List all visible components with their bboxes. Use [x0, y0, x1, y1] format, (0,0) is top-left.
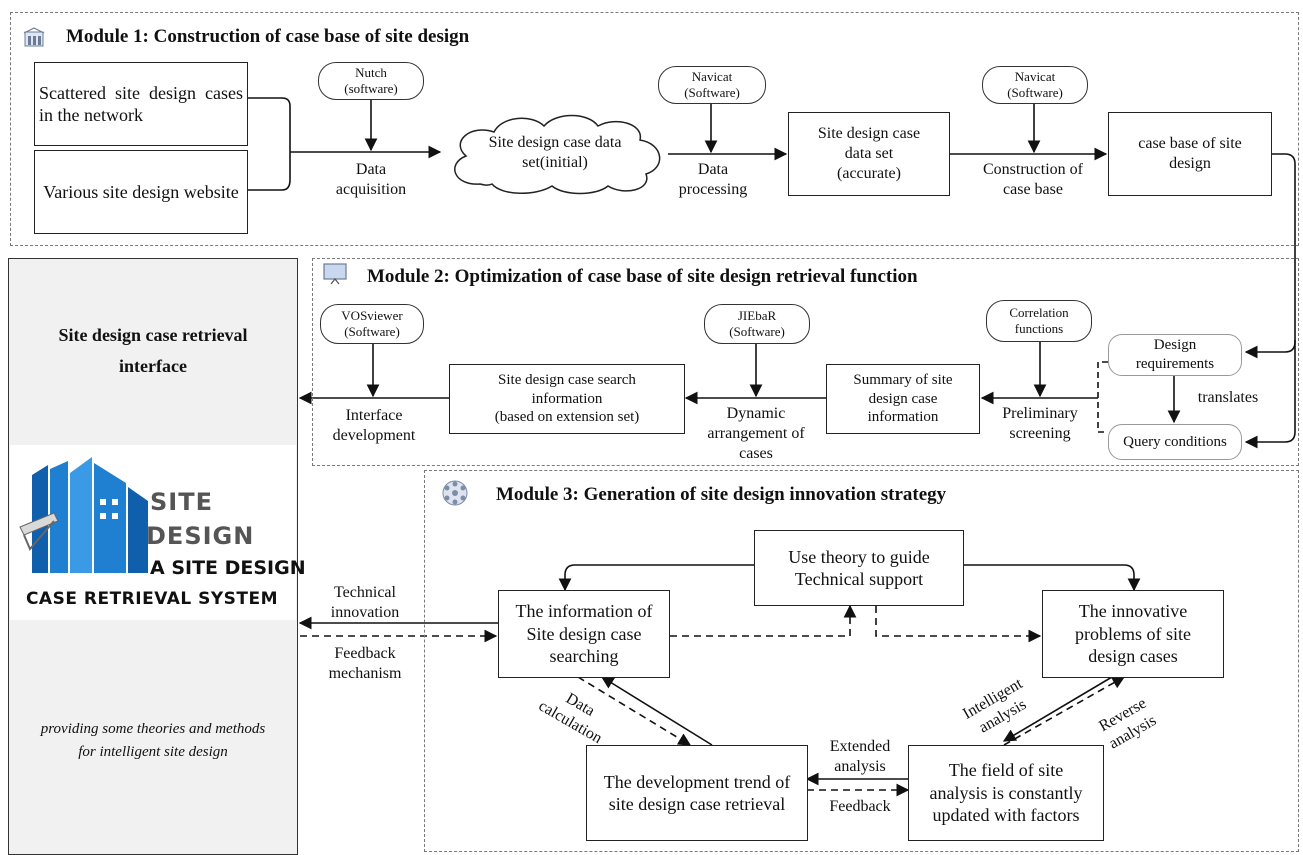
- cloud-shape: [454, 114, 661, 195]
- label-feedback: Feedback: [829, 798, 891, 815]
- logo-text-design: DESIGN: [146, 522, 255, 550]
- module2-frame: [312, 258, 1299, 466]
- tool-correlation: Correlation functions: [986, 300, 1092, 342]
- edge-problems-to-field: [1002, 676, 1113, 742]
- label-data-acquisition: Data acquisition: [335, 161, 407, 198]
- label-translates: translates: [1197, 389, 1259, 406]
- node-case-base: case base of site design: [1108, 112, 1272, 196]
- label-preliminary-screening: Preliminary screening: [1002, 405, 1078, 442]
- edge-theory-to-problems: [964, 564, 1141, 592]
- node-initial-dataset: Site design case data set(initial): [488, 134, 622, 171]
- node-field-analysis: The field of site analysis is constantly…: [908, 745, 1104, 841]
- logo-text-subtitle: A SITE DESIGN: [150, 557, 306, 579]
- logo-text-site: SITE: [150, 488, 213, 516]
- module1-title: Module 1: Construction of case base of s…: [66, 26, 470, 47]
- label-interface-development: Interface development: [332, 407, 416, 444]
- node-case-searching-info: The information of Site design case sear…: [498, 590, 670, 678]
- edge-casebase-to-requirements: [1244, 153, 1296, 359]
- module2-title: Module 2: Optimization of case base of s…: [367, 266, 918, 287]
- edge-theory-to-info: [558, 564, 754, 592]
- node-accurate-dataset: Site design case data set (accurate): [788, 112, 950, 196]
- building-icon: [23, 27, 45, 47]
- label-extended-analysis: Extended analysis: [829, 738, 891, 775]
- node-design-requirements: Design requirements: [1108, 334, 1242, 376]
- edge-casebase-to-query: [1244, 340, 1296, 449]
- building-logo-icon: [19, 457, 148, 573]
- module3-title: Module 3: Generation of site design inno…: [496, 484, 947, 505]
- network-icon: [442, 480, 468, 506]
- label-data-processing: Data processing: [678, 161, 748, 198]
- edge-info-to-trend-dashed: [577, 676, 692, 746]
- logo-text-system: CASE RETRIEVAL SYSTEM: [25, 589, 279, 609]
- node-innovative-problems: The innovative problems of site design c…: [1042, 590, 1224, 678]
- source-scattered-cases: Scattered site design cases in the netwo…: [34, 62, 248, 146]
- edge-theory-to-problems-dashed: [875, 606, 1042, 643]
- edge-info-to-theory-dashed: [670, 604, 857, 637]
- module3-frame: [424, 470, 1299, 852]
- node-theory-support: Use theory to guide Technical support: [754, 530, 964, 606]
- module1-frame: [10, 12, 1299, 246]
- label-feedback-mechanism: Feedback mechanism: [328, 645, 402, 682]
- interface-title: Site design case retrieval interface: [58, 325, 248, 376]
- source-design-website: Various site design website: [34, 150, 248, 234]
- monitor-icon: [323, 263, 347, 285]
- label-technical-innovation: Technical innovation: [330, 584, 400, 621]
- label-construction: Construction of case base: [983, 161, 1083, 198]
- tool-vosviewer: VOSviewer (Software): [320, 304, 424, 344]
- label-dynamic-arrangement: Dynamic arrangement of cases: [707, 405, 805, 462]
- tool-navicat-2: Navicat (Software): [982, 66, 1088, 104]
- edge-trend-to-info: [600, 676, 713, 746]
- tool-navicat-1: Navicat (Software): [658, 66, 766, 104]
- edge-sources-merge: [248, 97, 291, 191]
- edge-field-to-problems-dashed: [1003, 676, 1126, 746]
- edge-requirements-dashed: [1097, 361, 1108, 433]
- node-development-trend: The development trend of site design cas…: [586, 745, 808, 841]
- node-query-conditions: Query conditions: [1108, 424, 1242, 460]
- tool-jiebar: JIEbaR (Software): [704, 304, 810, 344]
- node-summary: Summary of site design case information: [826, 364, 980, 434]
- interface-caption: providing some theories and methods for …: [40, 721, 266, 760]
- tool-nutch: Nutch (software): [318, 62, 424, 100]
- node-search-info: Site design case search information (bas…: [449, 364, 685, 434]
